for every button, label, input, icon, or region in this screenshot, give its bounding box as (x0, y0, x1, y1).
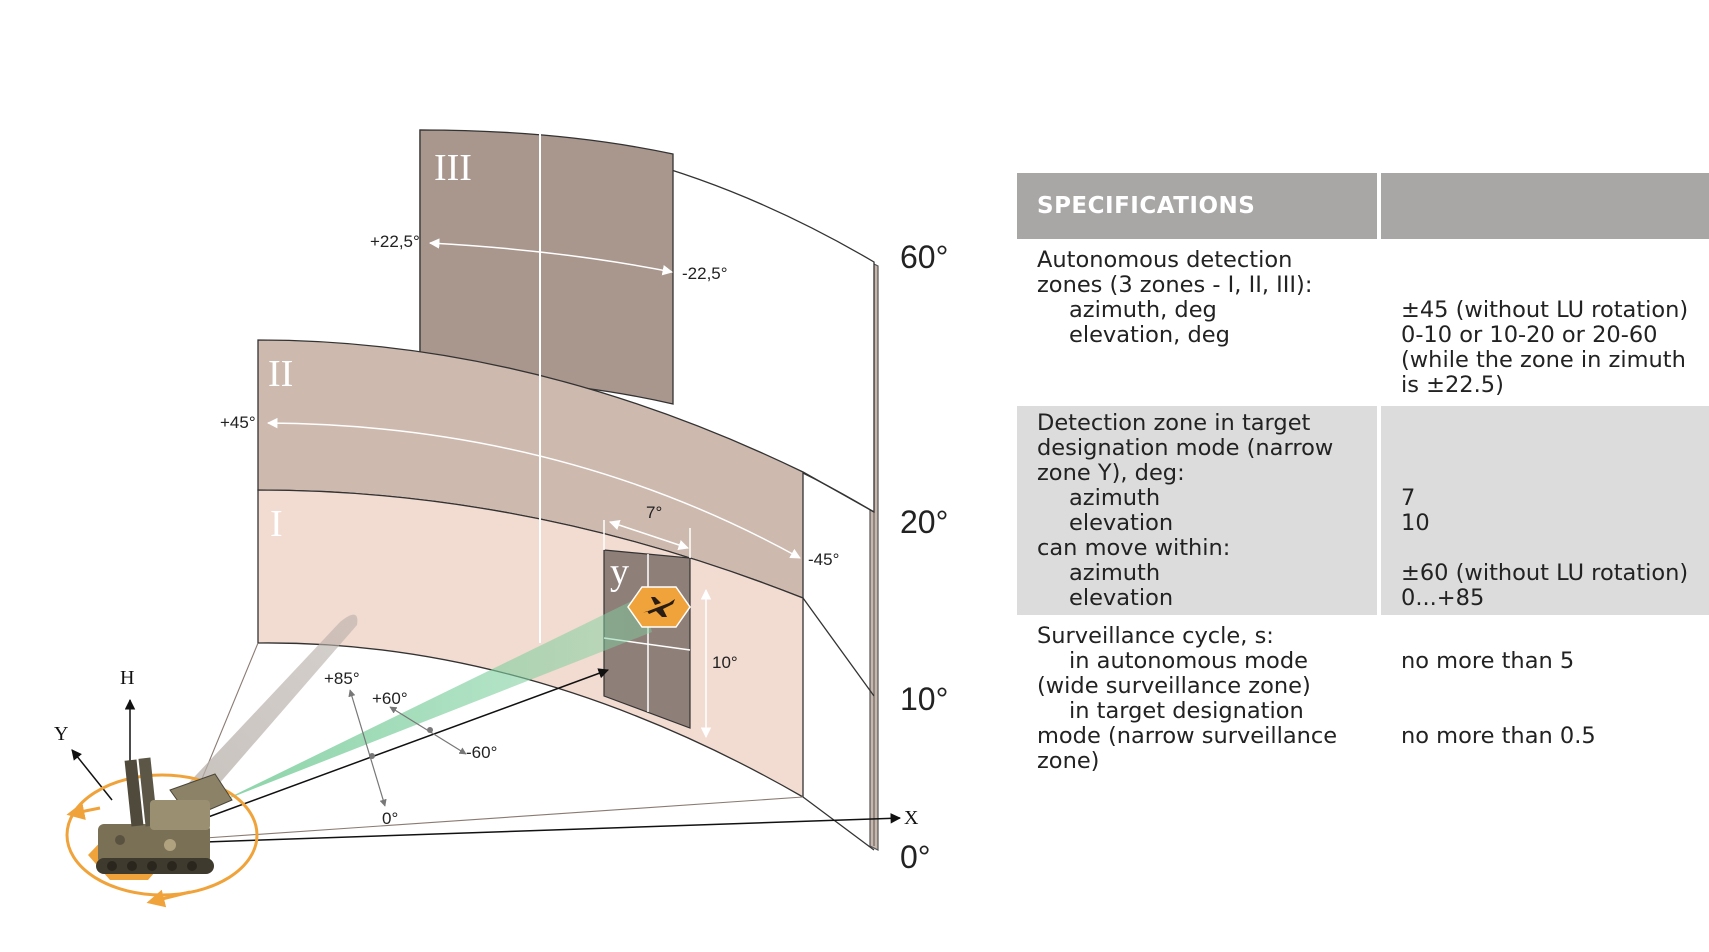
elevation-label-10: 10° (900, 681, 948, 717)
spec-value-cell: 7 10 ±60 (without LU rotation) 0...+85 (1381, 406, 1709, 615)
launcher-hull (98, 824, 210, 864)
spec-label-line: (wide surveillance zone) (1037, 673, 1311, 699)
azimuth-axis-node (427, 727, 433, 733)
spec-label-line: elevation (1069, 585, 1174, 611)
spec-value-line (1401, 461, 1709, 486)
spec-label-line: zone Y), deg: (1037, 460, 1185, 486)
spec-value-line (1401, 248, 1709, 273)
y-axis-label: Y (54, 723, 68, 745)
spec-label-line: zone) (1037, 748, 1100, 774)
spec-label-line: in target designation (1069, 698, 1304, 724)
spec-label-line: elevation, deg (1069, 322, 1230, 348)
spec-value-line: no more than 5 (1401, 648, 1575, 674)
spec-label-line: can move within: (1037, 535, 1231, 561)
move-az-right-label: -60° (466, 743, 497, 762)
spec-value-cell: no more than 5 no more than 0.5 (1381, 619, 1709, 778)
spec-value-line (1401, 536, 1709, 561)
boundary-0deg (802, 796, 875, 851)
move-elev-top-label: +85° (324, 669, 360, 688)
spec-value-line (1401, 699, 1709, 724)
tracked-launcher-vehicle (65, 757, 259, 908)
spec-label-cell: Surveillance cycle, s: in autonomous mod… (1017, 619, 1377, 778)
elevation-label-20: 20° (900, 504, 948, 540)
spec-label-line: azimuth (1069, 560, 1161, 586)
spec-value-line: is ±22.5) (1401, 372, 1504, 398)
spec-label-cell: Autonomous detection zones (3 zones - I,… (1017, 243, 1377, 402)
zone-I-label: I (270, 503, 283, 545)
spec-value-line: no more than 0.5 (1401, 723, 1596, 749)
zone-II-az-left: +45° (220, 413, 256, 432)
spec-row-target-designation: Detection zone in target designation mod… (1017, 406, 1709, 615)
spec-label-line: Autonomous detection (1037, 247, 1293, 273)
fighter-jet-icon (643, 597, 675, 617)
elevation-label-60: 60° (900, 239, 948, 275)
elevation-limit-axis (348, 689, 387, 807)
spec-value-line (1401, 411, 1709, 436)
spec-label-line: elevation (1069, 510, 1174, 536)
zone-II-azimuth-arrow (266, 417, 801, 559)
move-elev-bottom-label: 0° (382, 809, 398, 828)
ground-line-right (204, 796, 804, 839)
spec-value-line: 7 (1401, 485, 1416, 511)
spec-label-cell: Detection zone in target designation mod… (1017, 406, 1377, 615)
narrow-height-label: 10° (712, 653, 738, 672)
specifications-header-cell: SPECIFICATIONS (1017, 173, 1377, 239)
narrow-beam (220, 596, 652, 802)
rotation-arrow-left (66, 802, 101, 821)
spec-value-line (1401, 624, 1709, 649)
zone-III-azimuth-arrow (428, 238, 674, 276)
elevation-label-0: 0° (900, 839, 931, 875)
radar-zone-diagram: III II I y 60° 20° 10° 0° +22,5° -22,5° … (54, 129, 948, 908)
spec-label-line: Detection zone in target (1037, 410, 1311, 436)
move-az-left-label: +60° (372, 689, 408, 708)
missile-container-1 (124, 759, 144, 827)
spec-value-line: 0-10 or 10-20 or 20-60 (1401, 322, 1658, 348)
spec-label-line: designation mode (narrow (1037, 435, 1334, 461)
spec-label-line: mode (narrow surveillance (1037, 723, 1338, 749)
spec-value-line: 0...+85 (1401, 585, 1485, 611)
spec-value-line (1401, 436, 1709, 461)
spec-label-line: zones (3 zones - I, II, III): (1037, 272, 1313, 298)
zone-III-az-right: -22,5° (682, 264, 728, 283)
wide-surveillance-beam (182, 614, 358, 800)
spec-label-line: azimuth, deg (1069, 297, 1217, 323)
x-axis (204, 813, 902, 843)
zone-II-label: II (268, 353, 293, 395)
spec-label-line: azimuth (1069, 485, 1161, 511)
h-axis-label: H (120, 667, 134, 689)
spec-value-line: ±45 (without LU rotation) (1401, 297, 1689, 323)
spec-label-line: Surveillance cycle, s: (1037, 623, 1274, 649)
launcher-turret (150, 800, 210, 830)
spec-value-line (1401, 749, 1709, 774)
boundary-20deg (802, 471, 875, 513)
y-axis (71, 749, 113, 801)
boundary-10deg (802, 597, 875, 697)
zone-II-az-right: -45° (808, 550, 839, 569)
specifications-title: SPECIFICATIONS (1037, 193, 1256, 219)
zone-III-label: III (434, 147, 472, 189)
narrow-zone-label: y (610, 551, 629, 593)
spec-value-cell: ±45 (without LU rotation) 0-10 or 10-20 … (1381, 243, 1709, 402)
narrow-width-arrow (609, 520, 689, 550)
specifications-table: SPECIFICATIONS Autonomous detection zone… (1017, 173, 1709, 778)
x-axis-label: X (904, 807, 919, 829)
spec-value-line (1401, 273, 1709, 298)
elevation-axis-node (369, 753, 375, 759)
spec-value-line: (while the zone in zimuth (1401, 347, 1686, 373)
spec-value-line (1401, 674, 1709, 699)
specifications-header-blank (1381, 173, 1709, 239)
spec-value-line: ±60 (without LU rotation) (1401, 560, 1689, 586)
zone-III-az-left: +22,5° (370, 232, 420, 251)
rotation-arrow-bottom (146, 889, 191, 908)
narrow-width-label: 7° (646, 503, 662, 522)
spec-label-line: in autonomous mode (1069, 648, 1308, 674)
spec-row-surveillance-cycle: Surveillance cycle, s: in autonomous mod… (1017, 619, 1709, 778)
spec-row-autonomous-zones: Autonomous detection zones (3 zones - I,… (1017, 243, 1709, 402)
spec-value-line: 10 (1401, 510, 1430, 536)
specifications-header-row: SPECIFICATIONS (1017, 173, 1709, 239)
